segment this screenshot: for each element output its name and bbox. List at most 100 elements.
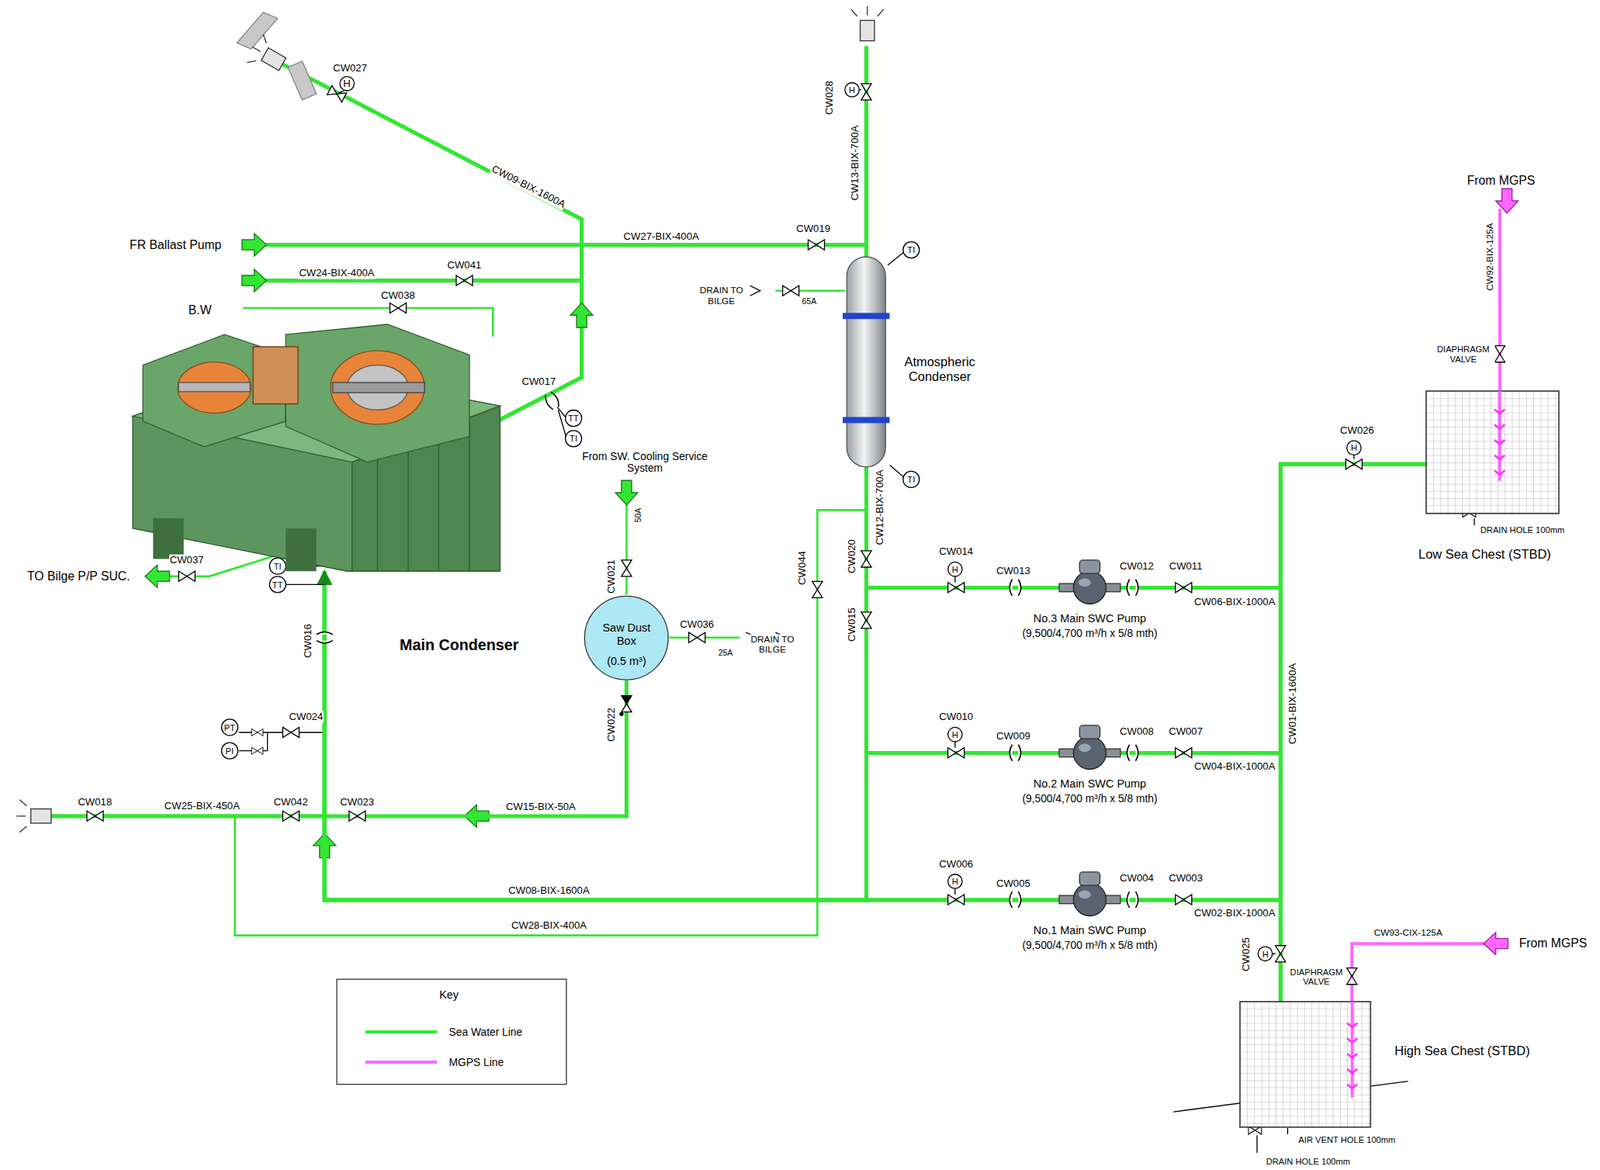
svg-part [1079,560,1100,574]
tag-label: CW018 [76,796,113,808]
tag-label: CW09-BIX-1600A [488,162,568,211]
svg-part [1073,571,1106,604]
svg-part [41,813,325,818]
svg-part [1073,736,1106,769]
tag-label: CW93-CIX-125A [1373,928,1444,939]
tag-label: DRAIN HOLE 100mm [1479,524,1566,535]
vessel: Atmospheric Condenser [842,256,890,468]
svg-part [1496,188,1519,214]
svg-part [1175,894,1192,905]
tag-label: FR Ballast Pump [128,238,222,253]
legend-text: MGPS Line [449,1056,505,1068]
svg-part [1009,891,1021,908]
tag-label: CW028 [824,79,836,116]
svg-part [1347,968,1358,985]
tag-label: CW003 [1167,872,1204,885]
sea-water-connector [1120,464,1427,901]
svg-part [1079,872,1100,886]
svg-part [948,582,965,593]
equipment-label: Main Condenser [399,636,519,655]
sea-chest: High Sea Chest (STBD) [1239,1001,1371,1128]
svg-part [948,748,965,759]
tag-label: CW01-BIX-1600A [1287,662,1299,745]
tag-label: CW015 [846,606,859,643]
machinery-illustration-shape [132,324,500,572]
svg-part [621,560,632,577]
instrument-tag: H [951,564,960,575]
svg-part [242,269,267,292]
svg-part [745,285,786,643]
svg-part [1175,748,1192,759]
tag-label: CW042 [273,796,309,808]
svg-part [285,528,316,572]
svg-part [330,350,425,425]
svg-part [948,727,963,742]
svg-part [903,242,920,259]
instrument-tag: TT [271,579,284,590]
svg-part [252,346,298,405]
svg-part [389,302,406,313]
svg-part [689,632,706,643]
instrument-tag: TI [906,245,916,256]
svg-part [145,564,170,588]
svg-part [1495,408,1506,413]
instrument-tag: H [1350,443,1358,454]
svg-part [332,382,425,393]
svg-part [349,810,366,821]
svg-part [178,571,195,582]
tag-label: CW014 [938,546,974,558]
svg-part [178,382,250,392]
svg-part [269,576,286,593]
svg-part [269,557,286,575]
svg-part [903,470,920,488]
svg-part [1498,209,1502,392]
svg-part [316,631,333,643]
svg-part [808,239,825,250]
svg-part [221,719,239,736]
instrument-tag: PT [223,722,236,733]
tag-label: CW04-BIX-1000A [1193,760,1276,773]
svg-part [1495,454,1506,459]
svg-part [1239,1001,1371,1128]
tag-label: CW037 [169,554,205,567]
pump: No.3 Main SWC Pump(9,500/4,700 m³/h x 5/… [1059,557,1121,607]
equipment-label: High Sea Chest (STBD) [1394,1043,1530,1059]
equipment-label: (9,500/4,700 m³/h x 5/8 mth) [1021,793,1157,806]
tag-label: CW004 [1118,872,1155,885]
tag-label: DIAPHRAGM VALVE [1431,344,1495,364]
legend-swatch [365,1030,437,1034]
svg-part [851,6,884,42]
svg-part [948,561,963,576]
svg-part [236,12,317,101]
svg-part [861,550,872,568]
tag-label: 65A [800,297,818,307]
svg-part [339,76,354,91]
svg-part [242,233,267,257]
svg-part [1347,1023,1358,1028]
tag-label: DIAPHRAGM VALVE [1287,966,1347,987]
tag-label: CW016 [302,623,315,659]
svg-part [1126,579,1138,596]
sea-chest-shape [1239,1001,1371,1128]
tag-label: CW28-BIX-400A [510,919,588,932]
svg-part [336,979,567,1084]
svg-part [782,285,800,296]
svg-part [1009,579,1021,596]
svg-part [1126,744,1138,762]
tag-label: CW013 [995,565,1032,578]
instrument-tag: PI [225,746,236,757]
svg-part [846,256,886,468]
svg-part [1350,1001,1354,1098]
svg-part [1078,890,1091,900]
tag-label: CW041 [446,259,482,272]
tag-label: AIR VENT HOLE 100mm [1297,1135,1396,1146]
equipment-label: (9,500/4,700 m³/h x 5/8 mth) [1021,627,1157,641]
instrument-tag: H [342,77,352,90]
instrument-tag: TI [568,433,579,444]
svg-part [615,480,638,506]
tag-label: CW023 [339,796,375,808]
tag-label: CW012 [1118,560,1155,572]
svg-part [221,742,239,759]
svg-part [285,324,470,463]
